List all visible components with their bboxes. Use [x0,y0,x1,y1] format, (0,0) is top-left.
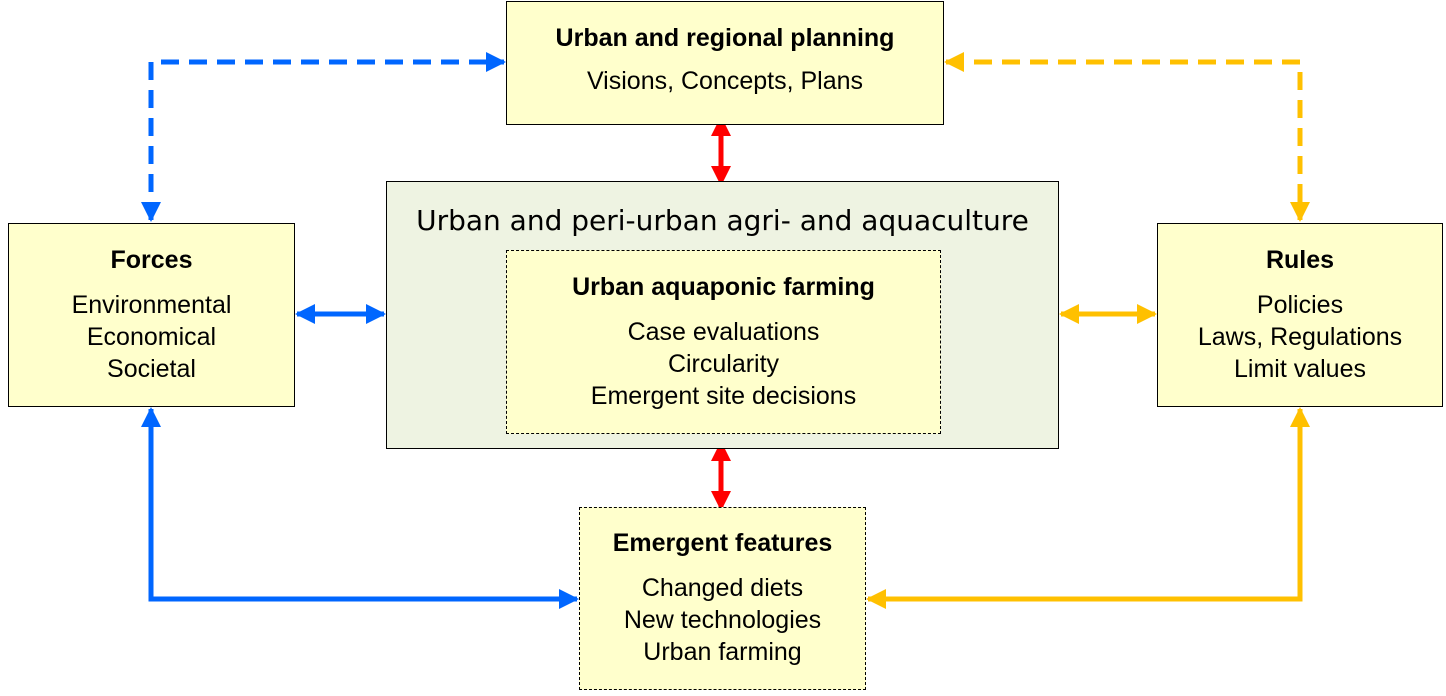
forces-box: Forces Environmental Economical Societal [8,223,295,407]
arrow-rules-emergent [866,407,1310,609]
rules-line: Limit values [1234,355,1366,383]
urban-aquaponic-farming-box: Urban aquaponic farming Case evaluations… [506,250,941,434]
arrow-planning-rules [944,52,1310,222]
emergent-line: New technologies [623,606,822,634]
rules-box: Rules Policies Laws, Regulations Limit v… [1157,223,1443,407]
emergent-line: Urban farming [643,638,802,666]
forces-line: Societal [107,355,196,383]
planning-title: Urban and regional planning [555,24,895,52]
planning-line: Visions, Concepts, Plans [586,67,864,95]
urban-agri-title: Urban and peri-urban agri- and aquacultu… [416,204,1029,237]
rules-line: Laws, Regulations [1197,323,1403,351]
arrow-forces-emergent [141,407,579,609]
forces-line: Environmental [71,291,232,319]
aquaponic-line: Circularity [667,350,780,378]
rules-line: Policies [1256,291,1344,319]
emergent-title: Emergent features [612,529,833,557]
rules-title: Rules [1265,246,1335,274]
emergent-line: Changed diets [641,574,804,602]
aquaponic-line: Emergent site decisions [590,382,857,410]
forces-title: Forces [110,246,193,274]
urban-regional-planning-box: Urban and regional planning Visions, Con… [506,1,944,125]
aquaponic-title: Urban aquaponic farming [572,273,875,301]
aquaponic-line: Case evaluations [627,318,820,346]
arrow-forces-planning [141,52,506,222]
forces-line: Economical [86,323,217,351]
emergent-features-box: Emergent features Changed diets New tech… [579,507,866,690]
